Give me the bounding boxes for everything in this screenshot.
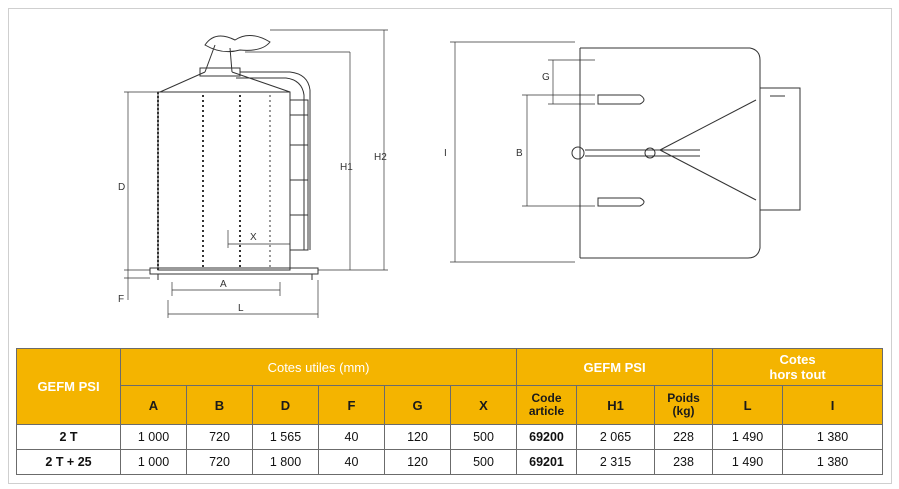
row-name: 2 T <box>16 424 121 450</box>
col-header-H1: H1 <box>576 385 656 425</box>
col-header-B: B <box>186 385 253 425</box>
label-X: X <box>250 232 257 243</box>
cell-poids: 238 <box>654 449 714 475</box>
cell-D: 1 800 <box>252 449 319 475</box>
cell-code: 69201 <box>516 449 578 475</box>
technical-drawing: D F A L X H1 H2 I B G <box>118 29 801 318</box>
col-header-poids: Poids(kg) <box>654 385 714 425</box>
col-header-D: D <box>252 385 319 425</box>
cell-I: 1 380 <box>782 424 884 450</box>
cell-G: 120 <box>384 449 451 475</box>
specifications-table: GEFM PSI Cotes utiles (mm) GEFM PSI Cote… <box>16 348 884 475</box>
cell-I: 1 380 <box>782 449 884 475</box>
code-line-2: article <box>528 404 565 418</box>
label-B: B <box>516 148 523 159</box>
cell-F: 40 <box>318 449 385 475</box>
table-row: 2 T 1 000 720 1 565 40 120 500 69200 2 0… <box>16 424 884 450</box>
col-header-I: I <box>782 385 884 425</box>
cotes-line-1: Cotes <box>779 352 816 367</box>
col-header-X: X <box>449 385 518 425</box>
cell-X: 500 <box>449 424 518 450</box>
label-L: L <box>238 303 244 314</box>
row-name: 2 T + 25 <box>16 449 121 475</box>
label-G: G <box>542 72 550 83</box>
cell-L: 1 490 <box>712 424 784 450</box>
page-frame <box>8 8 892 484</box>
poids-line-1: Poids <box>667 391 700 405</box>
label-H2: H2 <box>374 152 387 163</box>
side-view <box>124 29 388 318</box>
label-D: D <box>118 182 125 193</box>
cell-F: 40 <box>318 424 385 450</box>
cell-poids: 228 <box>654 424 714 450</box>
cell-D: 1 565 <box>252 424 319 450</box>
cell-A: 1 000 <box>120 449 187 475</box>
cell-B: 720 <box>186 449 253 475</box>
col-header-L: L <box>712 385 784 425</box>
table-product-header: GEFM PSI <box>16 348 121 425</box>
cell-B: 720 <box>186 424 253 450</box>
col-header-F: F <box>318 385 385 425</box>
label-F: F <box>118 294 124 305</box>
table-gefm-psi-header: GEFM PSI <box>516 348 714 386</box>
table-row: 2 T + 25 1 000 720 1 800 40 120 500 6920… <box>16 449 884 475</box>
code-line-1: Code <box>531 391 562 405</box>
cell-X: 500 <box>449 449 518 475</box>
cell-H1: 2 315 <box>576 449 656 475</box>
top-view <box>450 41 801 263</box>
cell-G: 120 <box>384 424 451 450</box>
col-header-G: G <box>384 385 451 425</box>
col-header-A: A <box>120 385 187 425</box>
cell-L: 1 490 <box>712 449 784 475</box>
label-A: A <box>220 279 227 290</box>
cell-A: 1 000 <box>120 424 187 450</box>
label-I: I <box>444 148 447 159</box>
label-H1: H1 <box>340 162 353 173</box>
poids-line-2: (kg) <box>672 404 695 418</box>
cotes-line-2: hors tout <box>769 367 826 382</box>
table-cotes-utiles-header: Cotes utiles (mm) <box>119 348 518 386</box>
cell-code: 69200 <box>516 424 578 450</box>
cell-H1: 2 065 <box>576 424 656 450</box>
